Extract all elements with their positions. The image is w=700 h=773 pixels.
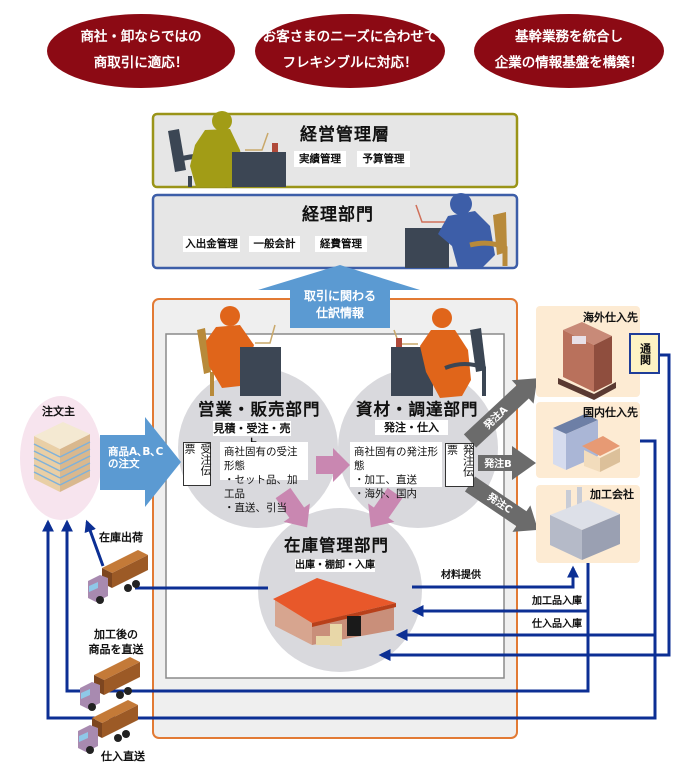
purchase-direct-label: 仕入直送 xyxy=(101,750,145,763)
processed-direct-truck-icon xyxy=(80,657,140,711)
management-person-icon xyxy=(168,111,286,188)
banner-oval-3 xyxy=(474,14,664,88)
sales-note-title: 商社固有の受注形態 xyxy=(224,446,298,472)
sales-note-2: ・直送、引当 xyxy=(224,502,287,514)
po-arrow-a xyxy=(463,378,538,448)
stock-shipment-label: 在庫出荷 xyxy=(99,531,143,544)
processed-direct-shipping-line xyxy=(61,519,590,693)
stock-shipment-truck-icon xyxy=(88,550,148,604)
customer-order-line-2: の注文 xyxy=(108,458,140,470)
customer-order-arrow xyxy=(100,417,181,507)
inventory-dept-title: 在庫管理部門 xyxy=(284,536,389,555)
sales-dept-title: 営業・販売部門 xyxy=(198,400,321,419)
domestic-supplier-factory-icon xyxy=(553,414,620,472)
sales-person-icon xyxy=(197,306,281,396)
processed-receipt-label: 加工品入庫 xyxy=(532,596,582,607)
customer-order-label: 商品A､B､C の注文 xyxy=(108,446,163,470)
banner-oval-2 xyxy=(255,14,445,88)
stock-shipment-diagonal xyxy=(84,519,105,567)
management-tag-budget: 予算管理 xyxy=(357,151,410,167)
procurement-note-box: 商社固有の発注形態 ・加工、直送 ・海外、国内 xyxy=(350,442,442,500)
sales-dept-subtitle: 見積・受注・売上 xyxy=(213,421,291,450)
customer-building-icon xyxy=(33,422,91,492)
banner-oval-1 xyxy=(47,14,235,88)
journal-info-line-2: 仕訳情報 xyxy=(315,306,364,320)
banner-1-line-2: 商取引に適応！ xyxy=(93,55,189,71)
banner-2-line-2: フレキシブルに対応！ xyxy=(282,55,418,71)
processing-factory-icon xyxy=(550,487,620,560)
banner-3: 基幹業務を統合し 企業の情報基盤を構築！ xyxy=(475,24,663,76)
banner-3-line-2: 企業の情報基盤を構築！ xyxy=(494,55,644,71)
material-supply-label: 材料提供 xyxy=(441,570,481,581)
purchase-direct-shipping-line xyxy=(42,519,657,720)
overseas-supplier-building-icon xyxy=(558,322,616,400)
journal-info-label: 取引に関わる 仕訳情報 xyxy=(290,288,390,322)
procurement-person-icon xyxy=(391,308,486,398)
warehouse-icon xyxy=(273,578,396,646)
processed-direct-line-1: 加工後の xyxy=(94,628,138,641)
flow-lines xyxy=(42,353,671,720)
po-arrow-c xyxy=(464,476,538,532)
customs-box: 通関 xyxy=(629,333,660,374)
banner-2: お客さまのニーズに合わせて フレキシブルに対応！ xyxy=(256,24,444,76)
sales-order-slip: 受注伝票 xyxy=(183,442,212,486)
customer-label: 注文主 xyxy=(42,405,75,418)
journal-info-line-1: 取引に関わる xyxy=(303,289,376,303)
management-title: 経営管理層 xyxy=(300,125,390,145)
procurement-note-1: ・加工、直送 xyxy=(354,474,417,486)
procurement-dept-subtitle: 発注・仕入 xyxy=(375,420,448,435)
customer-order-line-1: 商品A､B､C xyxy=(108,446,164,458)
sales-note-box: 商社固有の受注形態 ・セット品、加工品 ・直送、引当 xyxy=(220,442,308,514)
sales-to-procurement-arrow xyxy=(316,448,350,482)
management-tag-results: 実績管理 xyxy=(294,151,346,167)
banner-2-line-1: お客さまのニーズに合わせて xyxy=(262,29,438,45)
accounting-tag-expenses: 経費管理 xyxy=(315,236,367,252)
purchased-receipt-line xyxy=(395,439,657,641)
purchased-receipt-label: 仕入品入庫 xyxy=(532,619,582,630)
processing-company-label: 加工会社 xyxy=(590,488,634,501)
domestic-supplier-label: 国内仕入先 xyxy=(583,406,638,419)
journal-info-arrow-body xyxy=(290,296,390,328)
procurement-note-title: 商社固有の発注形態 xyxy=(354,446,438,472)
po-arrow-b xyxy=(478,446,536,480)
customs-receipt-line xyxy=(378,353,671,661)
banner-3-line-1: 基幹業務を統合し xyxy=(515,29,623,45)
processed-direct-line-2: 商品を直送 xyxy=(88,643,144,656)
processed-direct-label: 加工後の 商品を直送 xyxy=(86,627,146,657)
purchase-direct-truck-icon xyxy=(78,700,138,754)
accounting-title: 経理部門 xyxy=(302,205,374,225)
accounting-tag-cash: 入出金管理 xyxy=(183,236,240,252)
material-supply-line xyxy=(412,565,579,589)
accounting-tag-general-ledger: 一般会計 xyxy=(249,236,300,252)
banner-1: 商社・卸ならではの 商取引に適応！ xyxy=(47,24,235,76)
procurement-to-inventory-arrow xyxy=(368,487,403,528)
inventory-dept-subtitle: 出庫・棚卸・入庫 xyxy=(295,559,375,572)
banner-1-line-1: 商社・卸ならではの xyxy=(80,29,202,45)
sales-note-1: ・セット品、加工品 xyxy=(224,474,298,500)
po-label-b: 発注B xyxy=(483,457,512,470)
procurement-note-2: ・海外、国内 xyxy=(354,488,417,500)
accounting-person-icon xyxy=(405,193,508,268)
overseas-supplier-label: 海外仕入先 xyxy=(583,311,638,324)
sales-to-inventory-arrow xyxy=(275,487,310,528)
procurement-order-slip: 発注伝票 xyxy=(445,443,475,487)
procurement-dept-title: 資材・調達部門 xyxy=(356,400,479,419)
